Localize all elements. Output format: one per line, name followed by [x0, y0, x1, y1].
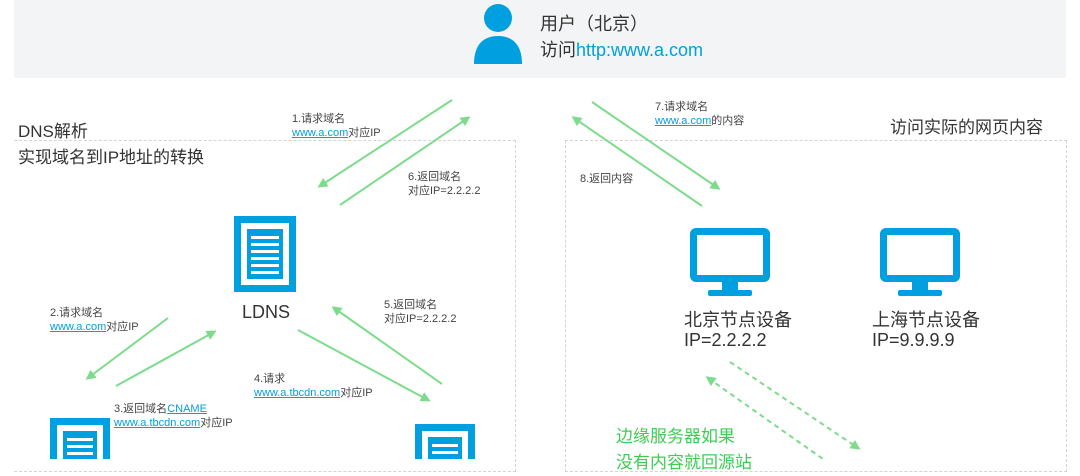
- edge-server-note: 边缘服务器如果 没有内容就回源站: [616, 424, 752, 476]
- arrow-step3: [115, 330, 217, 387]
- step2-title: 2.请求域名: [50, 307, 104, 319]
- step4-note: 4.请求 www.a.tbcdn.com对应IP: [254, 372, 373, 400]
- shanghai-node-name: 上海节点设备: [872, 310, 980, 330]
- arrow-step2: [85, 317, 169, 380]
- step6-title: 6.返回域名: [408, 171, 462, 183]
- step3-suffix: 对应IP: [200, 417, 233, 429]
- step3-cname-link[interactable]: CNAME: [167, 403, 207, 415]
- content-heading: 访问实际的网页内容: [890, 118, 1043, 137]
- user-icon: [474, 4, 522, 64]
- step5-note: 5.返回域名 对应IP=2.2.2.2: [384, 298, 456, 326]
- step1-link[interactable]: www.a.com: [292, 127, 349, 139]
- arrow-step1: [317, 99, 453, 188]
- dns-heading: DNS解析: [18, 122, 88, 141]
- arrow-step6: [339, 116, 471, 206]
- step7-title: 7.请求域名: [655, 101, 709, 113]
- arrow-origin-return: [705, 376, 825, 459]
- step5-ip: 对应IP=2.2.2.2: [384, 313, 457, 325]
- step4-title: 4.请求: [254, 373, 286, 385]
- visit-prefix: 访问: [540, 40, 576, 60]
- step4-link[interactable]: www.a.tbcdn.com: [254, 387, 341, 399]
- step3-link[interactable]: www.a.tbcdn.com: [114, 417, 201, 429]
- root-dns-server-icon: [50, 418, 110, 459]
- step2-link[interactable]: www.a.com: [50, 321, 107, 333]
- shanghai-monitor-icon: [880, 228, 960, 296]
- step2-note: 2.请求域名 www.a.com对应IP: [50, 306, 139, 334]
- step3-note: 3.返回域名CNAME www.a.tbcdn.com对应IP: [114, 402, 233, 430]
- arrow-step7: [591, 101, 721, 190]
- step6-note: 6.返回域名 对应IP=2.2.2.2: [408, 170, 480, 198]
- step7-note: 7.请求域名 www.a.com的内容: [655, 100, 744, 128]
- step7-suffix: 的内容: [711, 115, 745, 127]
- beijing-node-ip: IP=2.2.2.2: [684, 330, 767, 350]
- step1-note: 1.请求域名 www.a.com对应IP: [292, 112, 381, 140]
- step7-link[interactable]: www.a.com: [655, 115, 712, 127]
- user-visit: 访问http:www.a.com: [540, 36, 703, 62]
- ldns-label: LDNS: [242, 302, 291, 322]
- dns-subheading: 实现域名到IP地址的转换: [18, 148, 205, 167]
- arrow-step5: [331, 306, 443, 385]
- edge-note-line1: 边缘服务器如果: [616, 427, 735, 446]
- beijing-monitor-icon: [690, 228, 770, 296]
- step8-title: 8.返回内容: [580, 173, 634, 185]
- ldns-server-icon: [234, 216, 296, 292]
- arrow-step8: [571, 116, 703, 207]
- cdn-dns-server-icon: [415, 424, 475, 459]
- visit-url[interactable]: http:www.a.com: [576, 40, 704, 60]
- beijing-node-name: 北京节点设备: [684, 310, 792, 330]
- step4-suffix: 对应IP: [340, 387, 373, 399]
- step5-title: 5.返回域名: [384, 299, 438, 311]
- shanghai-node-ip: IP=9.9.9.9: [872, 330, 955, 350]
- diagram-layer: [50, 99, 960, 459]
- step1-title: 1.请求域名: [292, 113, 346, 125]
- top-band: [14, 0, 1066, 78]
- arrow-step4: [297, 329, 431, 402]
- edge-note-line2: 没有内容就回源站: [616, 453, 752, 472]
- step6-ip: 对应IP=2.2.2.2: [408, 185, 481, 197]
- step1-suffix: 对应IP: [348, 127, 381, 139]
- step3-title: 3.返回域名: [114, 403, 168, 415]
- step8-note: 8.返回内容: [580, 172, 633, 186]
- arrow-origin-request: [729, 361, 861, 450]
- user-title: 用户（北京）: [540, 14, 648, 34]
- step2-suffix: 对应IP: [106, 321, 139, 333]
